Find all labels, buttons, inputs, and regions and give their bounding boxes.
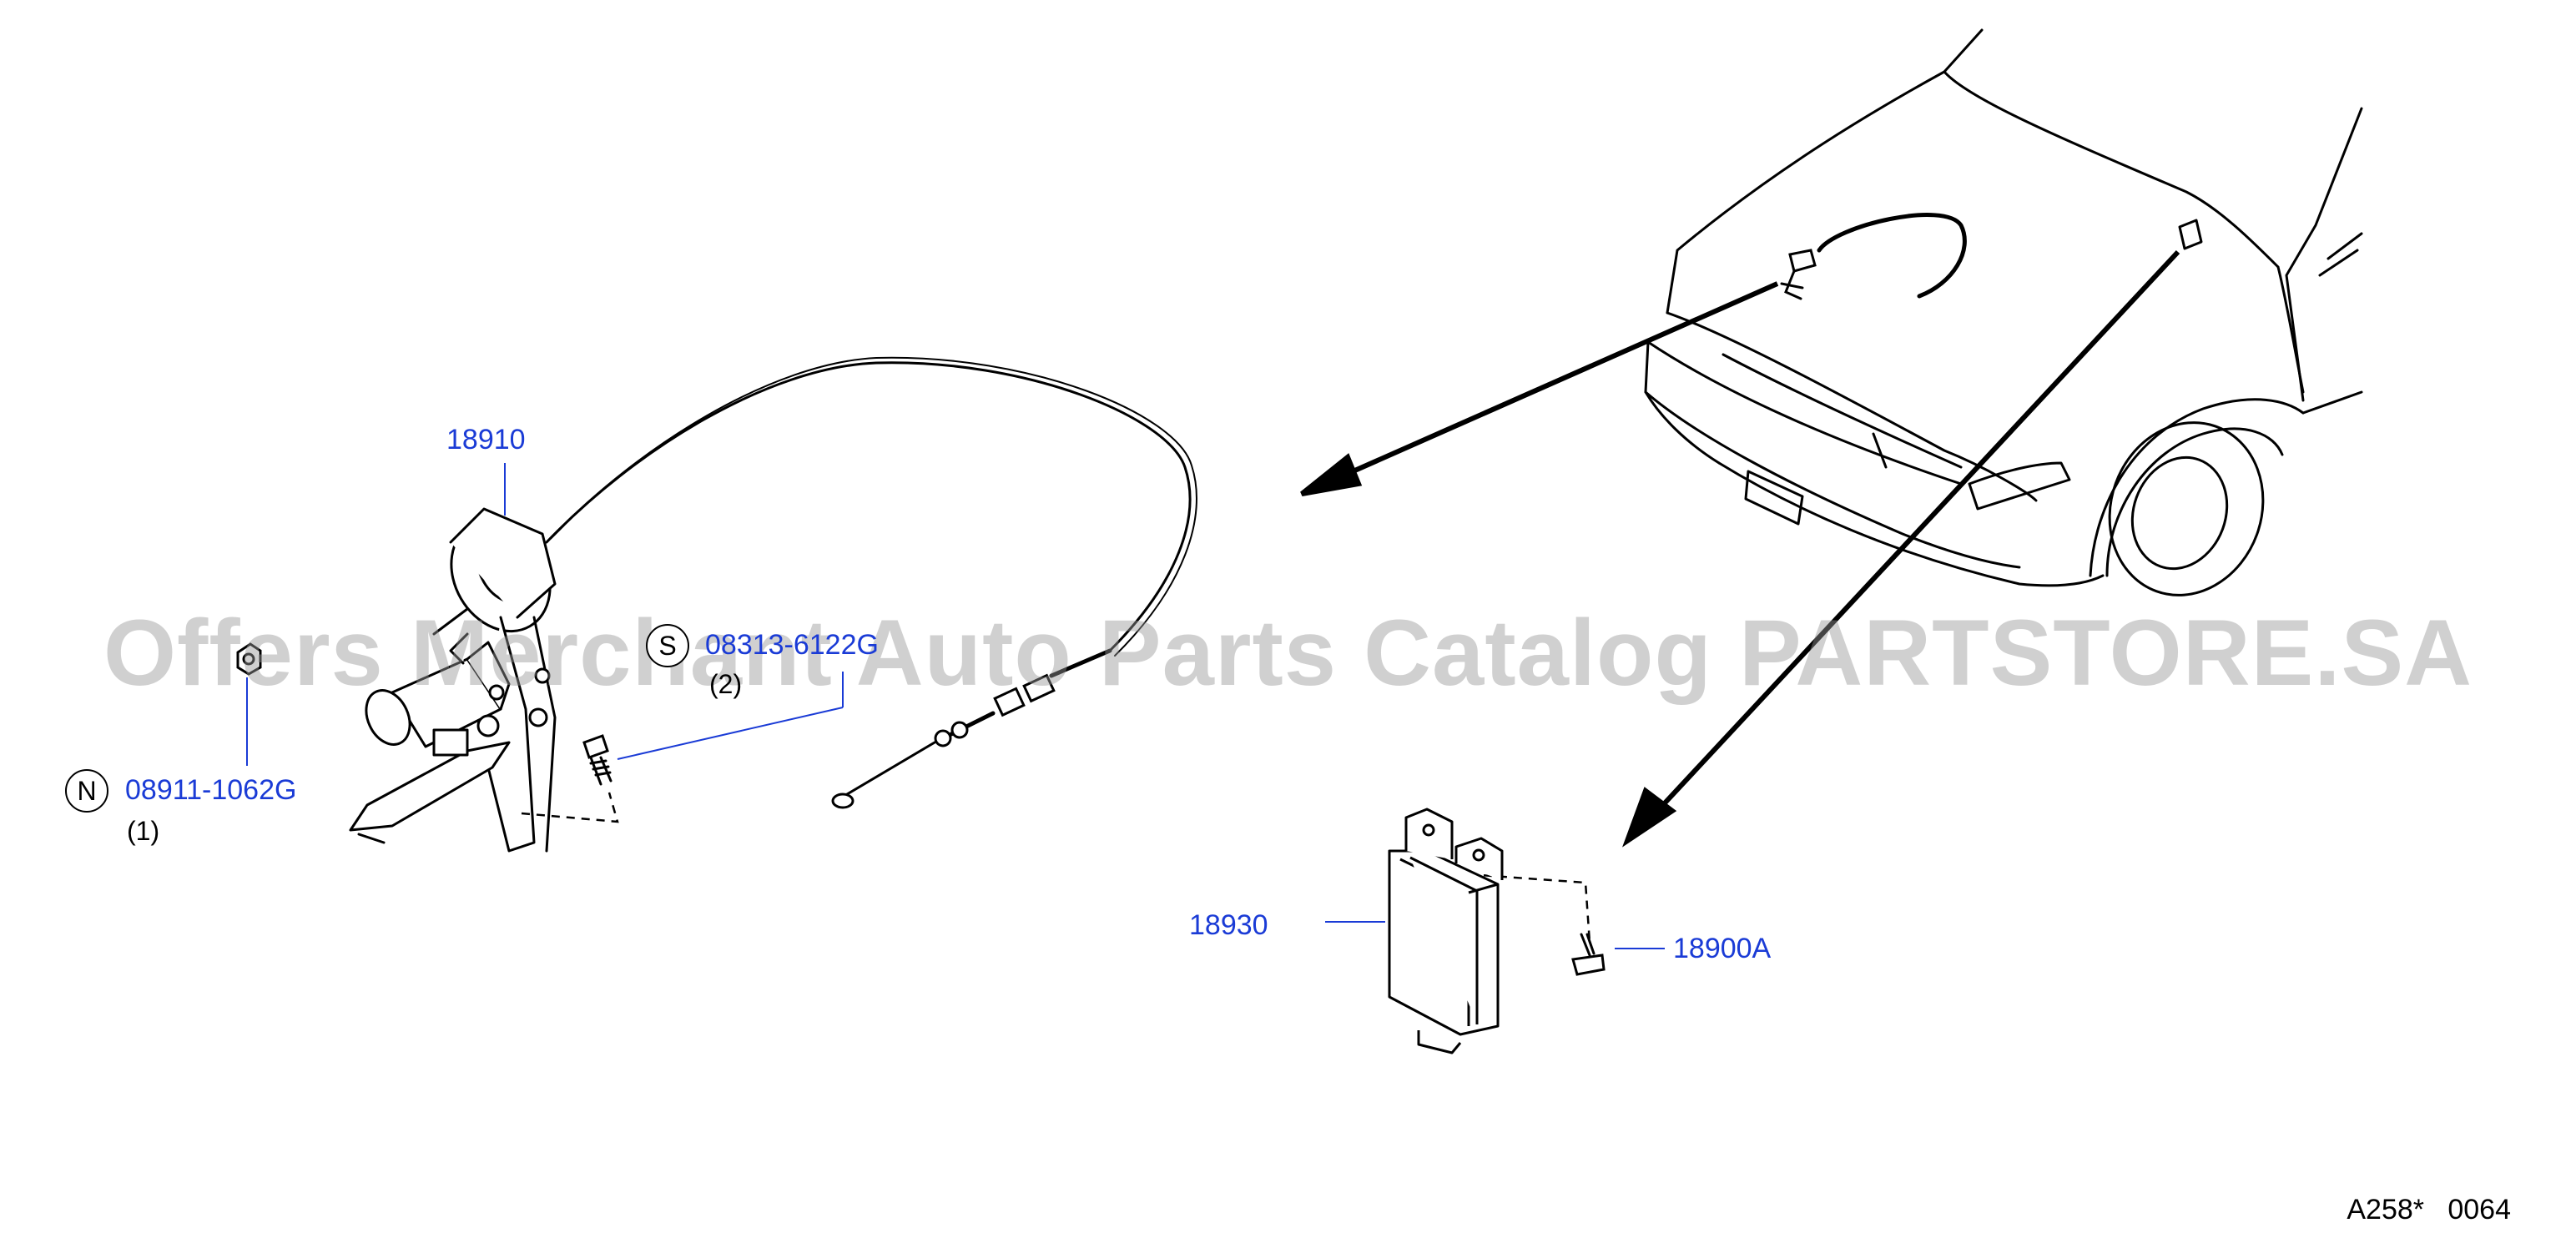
assembly-dashes bbox=[521, 792, 1591, 944]
actuator-cable bbox=[545, 356, 1197, 809]
callout-nut-n[interactable]: 08911-1062G bbox=[125, 774, 297, 806]
qty-bolt-s: (2) bbox=[709, 669, 743, 699]
callout-18930[interactable]: 18930 bbox=[1189, 909, 1268, 941]
diagram-code: A258* 0064 bbox=[2347, 1194, 2511, 1225]
arrow-head-cable bbox=[1300, 453, 1363, 496]
location-arrows bbox=[1300, 249, 2180, 848]
vehicle-cable bbox=[1780, 213, 1967, 300]
screw-18900a bbox=[1571, 933, 1606, 976]
controller-18930 bbox=[1388, 808, 1504, 1054]
marker-n: N bbox=[65, 769, 108, 813]
qty-nut-n: (1) bbox=[127, 816, 160, 846]
callout-bolt-s[interactable]: 08313-6122G bbox=[705, 629, 879, 661]
vehicle-outline bbox=[1644, 28, 2363, 596]
callout-18900a[interactable]: 18900A bbox=[1673, 933, 1772, 964]
callout-18910[interactable]: 18910 bbox=[446, 424, 526, 455]
nut-part bbox=[236, 642, 262, 676]
actuator-18910 bbox=[349, 507, 557, 853]
leader-lines bbox=[246, 463, 1665, 949]
marker-s: S bbox=[646, 624, 689, 667]
bolt-part bbox=[582, 734, 612, 786]
leader-bolt bbox=[617, 707, 844, 760]
arrow-head-controller bbox=[1622, 787, 1677, 848]
